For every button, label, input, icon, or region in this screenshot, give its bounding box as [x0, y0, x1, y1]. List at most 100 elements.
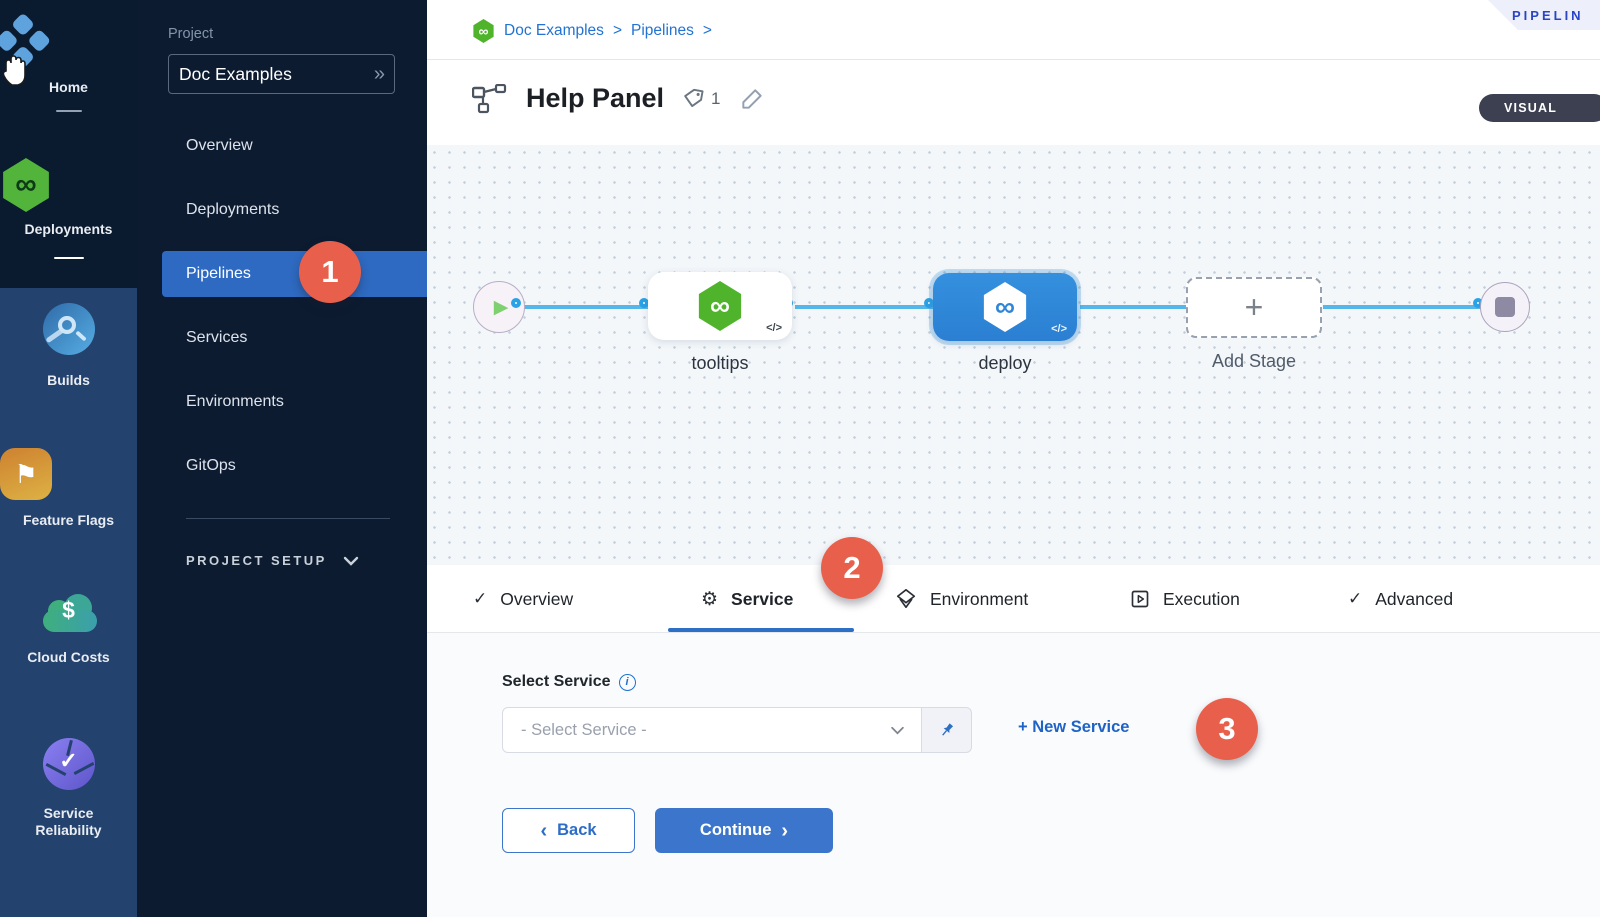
deployments-active-underline — [53, 257, 84, 259]
breadcrumb-link-pipelines[interactable]: Pipelines — [631, 22, 694, 39]
back-button[interactable]: ‹ Back — [502, 808, 635, 853]
dropdown-placeholder: - Select Service - — [521, 720, 647, 739]
harness-stage-icon: ∞ — [698, 281, 742, 331]
project-name: Doc Examples — [179, 63, 292, 84]
stage-label: tooltips — [691, 353, 749, 373]
node-port[interactable] — [639, 298, 649, 308]
rail-item-label: Cloud Costs — [27, 649, 110, 665]
chevron-down-icon — [343, 556, 359, 566]
rail-item-home[interactable]: Home — [0, 12, 137, 96]
service-tab-panel: Select Service i - Select Service - + Ne… — [427, 633, 1600, 917]
stage-node-deploy-selected[interactable]: ∞ </> — [933, 273, 1077, 341]
pipeline-end-node[interactable] — [1480, 282, 1530, 332]
pipeline-start-node[interactable]: ▶ — [473, 281, 525, 333]
sidebar-item-gitops[interactable]: GitOps — [186, 457, 236, 474]
main-area: ∞ Doc Examples > Pipelines > PIPELIN Hel… — [427, 0, 1600, 917]
expand-project-icon[interactable]: » — [373, 62, 385, 85]
pipeline-connector — [1080, 305, 1190, 309]
rail-item-label: Deployments — [24, 221, 113, 237]
tag-icon — [684, 88, 704, 108]
breadcrumb-link-project[interactable]: Doc Examples — [504, 22, 604, 39]
tab-overview[interactable]: ✓ Overview — [473, 565, 573, 633]
stage-node-tooltips[interactable]: ∞ </> — [648, 272, 792, 340]
tab-service[interactable]: ⚙ Service — [701, 565, 793, 633]
sidebar-item-deployments[interactable]: Deployments — [186, 201, 280, 218]
annotation-badge-3: 3 — [1196, 698, 1258, 760]
project-sidebar: Project Doc Examples » Overview Deployme… — [137, 0, 427, 917]
visual-toggle-label: VISUAL — [1504, 101, 1558, 115]
pipeline-connector — [795, 305, 935, 309]
hand-cursor — [0, 55, 30, 89]
tab-advanced[interactable]: ✓ Advanced — [1348, 565, 1453, 633]
chevron-down-icon — [891, 726, 904, 734]
sidebar-item-environments[interactable]: Environments — [186, 393, 284, 410]
continue-button[interactable]: Continue › — [655, 808, 833, 853]
stop-icon — [1495, 297, 1515, 317]
tab-label: Environment — [930, 588, 1029, 609]
sidebar-item-services[interactable]: Services — [186, 329, 248, 346]
pipeline-connector — [512, 305, 657, 309]
deployments-icon: ∞ — [3, 158, 49, 212]
add-stage-button[interactable]: + — [1186, 277, 1322, 338]
project-setup-toggle[interactable]: PROJECT SETUP — [186, 553, 359, 568]
sidebar-item-pipelines[interactable]: Pipelines — [162, 251, 427, 297]
check-icon: ✓ — [473, 589, 488, 608]
module-rail: Home ∞ Deployments Builds ⚑ Feature Flag… — [0, 0, 137, 917]
breadcrumb-separator: > — [612, 22, 622, 39]
rail-item-cloud-costs[interactable]: $ Cloud Costs — [0, 592, 137, 666]
rail-item-label: Service Reliability — [35, 805, 102, 838]
tab-environment[interactable]: Environment — [895, 565, 1028, 633]
active-tab-underline — [668, 628, 854, 632]
feature-flags-icon: ⚑ — [0, 448, 52, 500]
tags-button[interactable]: 1 — [682, 87, 721, 110]
continue-button-label: Continue — [699, 821, 772, 839]
tab-execution[interactable]: Execution — [1130, 565, 1240, 633]
node-port[interactable] — [924, 298, 934, 308]
project-setup-label: PROJECT SETUP — [186, 553, 327, 568]
edit-pencil-icon[interactable] — [739, 86, 765, 112]
layers-icon — [895, 588, 917, 610]
info-icon[interactable]: i — [618, 673, 636, 691]
visual-yaml-toggle[interactable]: VISUAL — [1479, 94, 1600, 122]
tab-label: Overview — [500, 588, 574, 609]
rail-item-builds[interactable]: Builds — [0, 303, 137, 389]
back-button-label: Back — [557, 821, 597, 839]
pin-service-button[interactable] — [922, 707, 972, 753]
rail-item-deployments[interactable]: ∞ Deployments — [0, 158, 137, 238]
pipeline-connector — [1323, 305, 1485, 309]
check-icon: ✓ — [1348, 589, 1363, 608]
new-service-link[interactable]: + New Service — [1018, 718, 1130, 736]
ribbon-label: PIPELIN — [1512, 7, 1584, 23]
sidebar-item-overview[interactable]: Overview — [186, 137, 253, 154]
code-icon: </> — [766, 322, 782, 334]
chevron-right-icon: › — [781, 819, 789, 842]
rail-item-service-reliability[interactable]: ✓ Service Reliability — [0, 738, 137, 839]
plus-icon: + — [1244, 289, 1264, 325]
gear-icon: ⚙ — [701, 588, 719, 610]
select-service-dropdown[interactable]: - Select Service - — [502, 707, 922, 753]
rail-item-label: Builds — [47, 372, 90, 388]
home-underline — [55, 110, 82, 112]
select-service-label: Select Service i — [502, 673, 636, 691]
page-title: Help Panel — [526, 83, 665, 113]
rail-item-feature-flags[interactable]: ⚑ Feature Flags — [0, 448, 137, 529]
sidebar-item-label: Pipelines — [186, 265, 251, 282]
stage-tabbar: ✓ Overview ⚙ Service Environment Executi… — [427, 565, 1600, 633]
service-reliability-icon: ✓ — [42, 738, 95, 790]
rail-item-label: Home — [49, 79, 88, 95]
pipeline-canvas[interactable]: ▶ ∞ </> tooltips ∞ </> deploy + Add Stag… — [427, 145, 1600, 565]
project-selector[interactable]: Doc Examples » — [168, 54, 395, 94]
annotation-badge-2: 2 — [821, 537, 883, 599]
pipeline-studio-ribbon: PIPELIN — [1488, 0, 1600, 30]
harness-stage-icon: ∞ — [983, 282, 1027, 332]
tab-label: Execution — [1163, 588, 1240, 609]
node-port[interactable] — [511, 298, 521, 308]
play-square-icon — [1130, 589, 1150, 609]
builds-icon — [42, 303, 95, 355]
stage-label: deploy — [978, 353, 1032, 373]
breadcrumb-bar: ∞ Doc Examples > Pipelines > PIPELIN — [427, 0, 1600, 60]
add-stage-label: Add Stage — [1211, 351, 1297, 371]
chevron-left-icon: ‹ — [540, 819, 548, 842]
pipeline-flowchart-icon — [472, 83, 507, 113]
